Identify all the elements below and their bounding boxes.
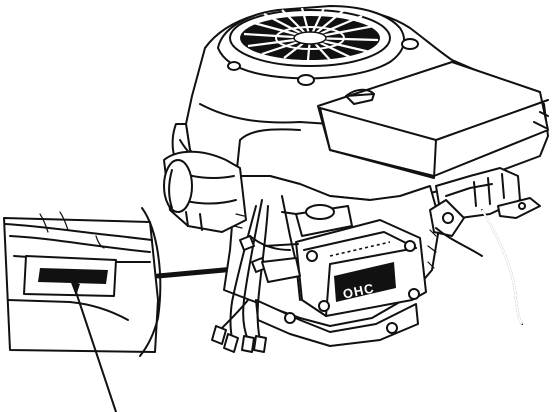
engine-body: OHC [163, 5, 549, 353]
leader-line-arrow [73, 285, 117, 412]
serial-label-bar [38, 268, 108, 284]
inset-arc [139, 207, 162, 357]
ohc-badge: OHC [342, 280, 376, 301]
